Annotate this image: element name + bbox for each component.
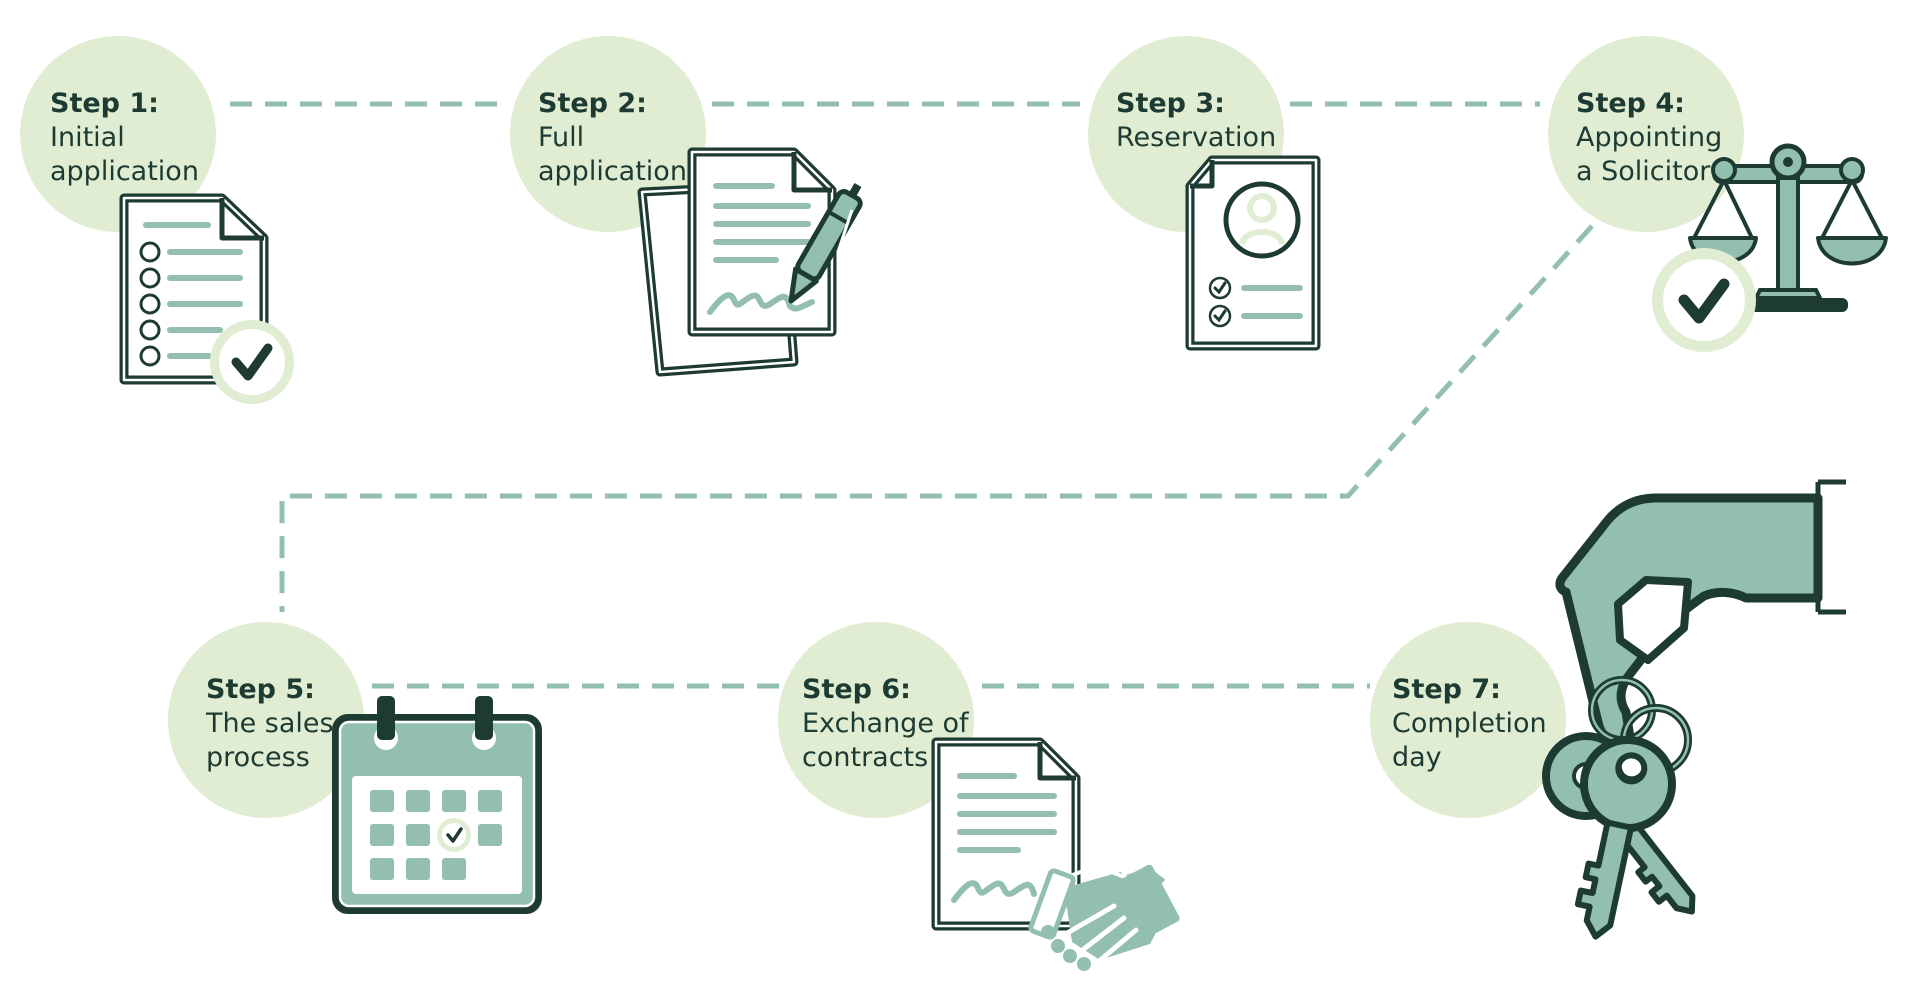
step-3-label: Step 3: xyxy=(1116,88,1225,119)
step-2-label: Step 2: xyxy=(538,88,647,119)
step-circles xyxy=(20,36,1744,818)
step-1-text-line-2: application xyxy=(50,156,199,187)
step-7-text-line-2: day xyxy=(1392,742,1442,773)
signed-document-pen-icon xyxy=(637,147,863,377)
scales-of-justice-icon xyxy=(1652,143,1888,352)
profile-document-icon xyxy=(1185,155,1321,351)
step-5-text-line-1: The sales xyxy=(205,708,334,739)
step-6-circle xyxy=(778,622,974,818)
step-4-text-line-1: Appointing xyxy=(1576,122,1722,153)
step-4-label: Step 4: xyxy=(1576,88,1685,119)
step-2-text-line-2: application xyxy=(538,156,687,187)
checklist-document-icon xyxy=(119,193,294,404)
step-6-text-line-1: Exchange of xyxy=(802,708,970,739)
step-1-circle xyxy=(20,36,216,232)
step-2-text-line-1: Full xyxy=(538,122,584,153)
step-7-text-line-1: Completion xyxy=(1392,708,1547,739)
connectors xyxy=(230,101,1594,689)
step-4-text-line-2: a Solicitor xyxy=(1576,156,1711,187)
step-7-label: Step 7: xyxy=(1392,674,1501,705)
step-1-label: Step 1: xyxy=(50,88,159,119)
step-7-circle xyxy=(1370,622,1566,818)
step-6-text-line-2: contracts xyxy=(802,742,928,773)
step-1-text-line-1: Initial xyxy=(50,122,125,153)
hand-keys-icon xyxy=(1542,479,1846,940)
step-5-text-line-2: process xyxy=(206,742,310,773)
step-labels: Step 1: Initial application Step 2: Full… xyxy=(50,88,1722,773)
step-6-label: Step 6: xyxy=(802,674,911,705)
step-3-text-line-1: Reservation xyxy=(1116,122,1276,153)
contract-handshake-icon xyxy=(931,737,1180,971)
calendar-icon xyxy=(332,696,542,914)
connector-4-5 xyxy=(279,224,1594,612)
step-5-circle xyxy=(168,622,364,818)
step-5-label: Step 5: xyxy=(206,674,315,705)
step-4-circle xyxy=(1548,36,1744,232)
step-2-circle xyxy=(510,36,706,232)
